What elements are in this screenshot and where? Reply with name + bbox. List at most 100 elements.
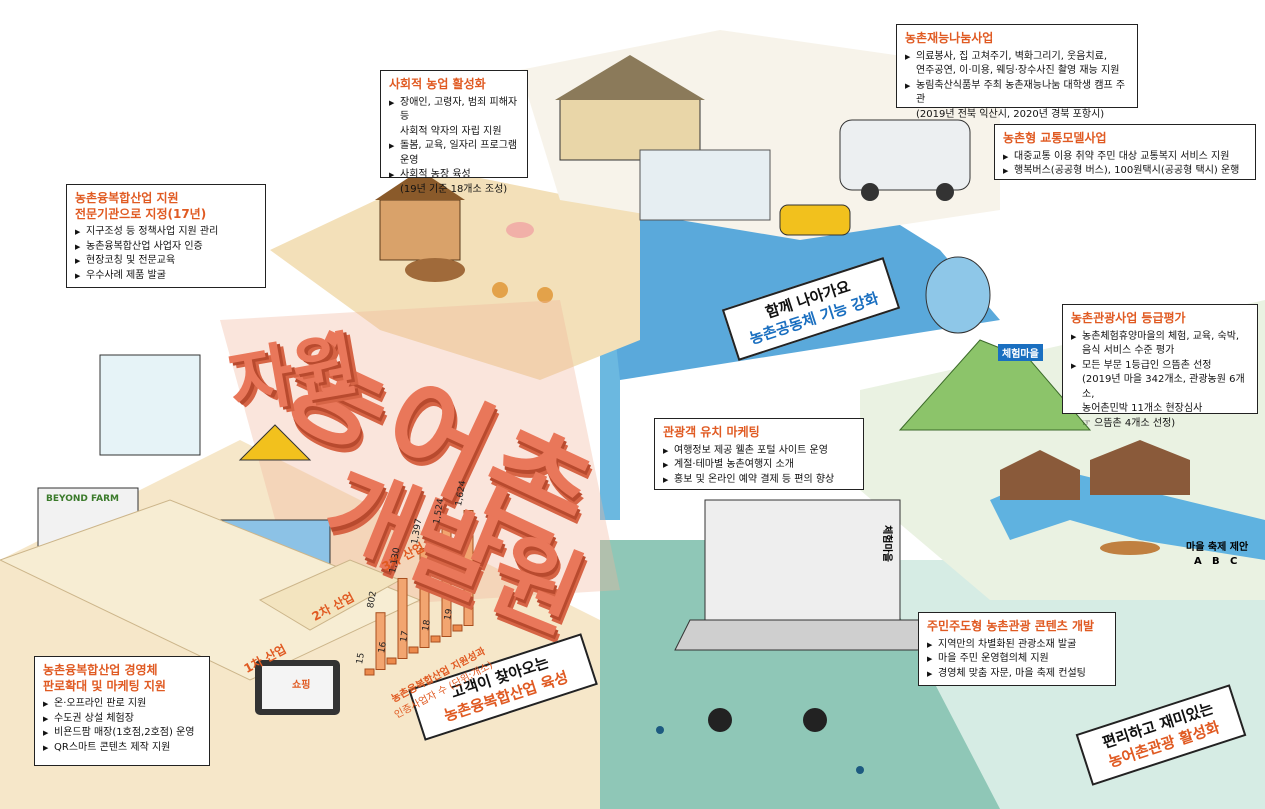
laptop-base (674, 619, 941, 651)
festival-option-a: A (1194, 556, 1202, 567)
sea-area (600, 540, 1000, 809)
callout-item: 돌봄, 교육, 일자리 프로그램 운영 (389, 139, 519, 168)
bus-wheel (861, 183, 879, 201)
bar-chart-bars (364, 510, 474, 676)
callout-title: 사회적 농업 활성화 (389, 77, 486, 91)
grocery-shop (99, 354, 201, 456)
bar-19 (452, 624, 463, 632)
bar-18 (430, 635, 441, 643)
bathroom (639, 149, 771, 221)
bar-value-label: 17 (399, 629, 411, 643)
callout-title: 농촌융복합산업 지원 전문기관으로 지정(17년) (75, 191, 207, 221)
callout-item: 현장코칭 및 전문교육 (75, 254, 257, 269)
callout-note: (19년 기준 18개소 조성) (400, 183, 508, 195)
village-festival-sign: 마을 축제 제안 (1186, 542, 1249, 553)
cow-icon (405, 258, 465, 282)
fish-icon (656, 726, 664, 734)
barn (379, 199, 461, 261)
callout-list: 여행정보 제공 웰촌 포털 사이트 운영 계절·테마별 농촌여행지 소개 홍보 … (663, 444, 855, 488)
bar-1,624 (463, 510, 474, 626)
callout-transport: 농촌형 교통모델사업 대중교통 이용 취약 주민 대상 교통복지 서비스 지원 … (994, 124, 1256, 180)
callout-grading: 농촌관광사업 등급평가 농촌체험휴양마을의 체험, 교육, 숙박, 음식 서비스… (1062, 304, 1258, 429)
callout-list: 지역만의 차별화된 관광소재 발굴 마을 주민 운영협의체 지원 경영체 맞춤 … (927, 638, 1107, 682)
bar-1,397 (419, 548, 430, 649)
callout-item: 홍보 및 온라인 예약 결제 등 편의 향상 (663, 473, 855, 488)
callout-title: 농촌융복합산업 경영체 판로확대 및 마케팅 지원 (43, 663, 166, 693)
experience-village-sign: 체험마을 (880, 525, 892, 562)
bar-value-label: 19 (443, 607, 455, 621)
bar-17 (408, 646, 419, 654)
callout-item: 대중교통 이용 취약 주민 대상 교통복지 서비스 지원 (1003, 150, 1247, 165)
callout-note: (2019년 전북 익산시, 2020년 경북 포항시) (916, 108, 1105, 120)
callout-item: 지역만의 차별화된 관광소재 발굴 (927, 638, 1107, 653)
hanok-1 (1000, 450, 1080, 500)
callout-item: 비욘드팜 매장(1호점,2호점) 운영 (43, 726, 201, 741)
bar-value-label: 15 (355, 651, 367, 665)
callout-title: 관광객 유치 마케팅 (663, 425, 760, 439)
laptop-icon (704, 499, 901, 621)
callout-list: 장애인, 고령자, 범죄 피해자 등 사회적 약자의 자립 지원 돌봄, 교육,… (389, 96, 519, 183)
bus-wheel-2 (936, 183, 954, 201)
bar-value-label: 16 (377, 640, 389, 654)
callout-marketing: 관광객 유치 마케팅 여행정보 제공 웰촌 포털 사이트 운영 계절·테마별 농… (654, 418, 864, 490)
callout-talent-sharing: 농촌재능나눔사업 의료봉사, 집 고쳐주기, 벽화그리기, 웃음치료, 연주공연… (896, 24, 1138, 120)
callout-title: 농촌재능나눔사업 (905, 31, 994, 45)
fish-icon-2 (856, 766, 864, 774)
balloon-icon (925, 256, 991, 334)
callout-item: 경영체 맞춤 자문, 마을 축제 컨설팅 (927, 667, 1107, 682)
callout-title: 주민주도형 농촌관광 콘텐츠 개발 (927, 619, 1095, 633)
callout-item: 의료봉사, 집 고쳐주기, 벽화그리기, 웃음치료, 연주공연, 이·미용, 웨… (905, 50, 1129, 79)
callout-item: QR스마트 콘텐츠 제작 지원 (43, 741, 201, 756)
boat-icon (1100, 541, 1160, 555)
callout-list: 대중교통 이용 취약 주민 대상 교통복지 서비스 지원 행복버스(공공형 버스… (1003, 150, 1247, 179)
callout-item: 마을 주민 운영협의체 지원 (927, 652, 1107, 667)
callout-resident-content: 주민주도형 농촌관광 콘텐츠 개발 지역만의 차별화된 관광소재 발굴 마을 주… (918, 612, 1116, 686)
callout-item: 농림축산식품부 주최 농촌재능나눔 대학생 캠프 주관 (905, 79, 1129, 108)
tablet-screen (262, 666, 333, 709)
callout-title: 농촌형 교통모델사업 (1003, 131, 1107, 145)
tablet-shop-label: 쇼핑 (292, 680, 311, 691)
bar-1,130 (397, 577, 408, 659)
chicken-icon (492, 282, 508, 298)
callout-note: (2019년 마을 342개소, 관광농원 6개소, 농어촌민박 11개소 현장… (1082, 374, 1245, 429)
diver-icon (708, 708, 732, 732)
festival-option-c: C (1230, 556, 1238, 567)
callout-item: 모든 부문 1등급인 으뜸촌 선정 (1071, 359, 1249, 374)
balloon-ribbon: 체험마을 (998, 344, 1043, 361)
festival-option-b: B (1212, 556, 1220, 567)
bar-15 (364, 668, 375, 676)
callout-processing-center: 농촌융복합산업 지원 전문기관으로 지정(17년) 지구조성 등 정책사업 지원… (66, 184, 266, 288)
callout-item: 우수사례 제품 발굴 (75, 269, 257, 284)
chicken-icon-2 (537, 287, 553, 303)
house-roof (555, 55, 705, 100)
callout-list: 의료봉사, 집 고쳐주기, 벽화그리기, 웃음치료, 연주공연, 이·미용, 웨… (905, 50, 1129, 108)
bar-1,524 (441, 528, 452, 638)
callout-list: 지구조성 등 정책사업 지원 관리 농촌융복합산업 사업자 인증 현장코칭 및 … (75, 225, 257, 283)
callout-item: 행복버스(공공형 버스), 100원택시(공공형 택시) 운행 (1003, 164, 1247, 179)
bar-value-label: 18 (421, 618, 433, 632)
beyond-farm-sign: BEYOND FARM (46, 494, 119, 504)
callout-list: 농촌체험휴양마을의 체험, 교육, 숙박, 음식 서비스 수준 평가 모든 부문… (1071, 330, 1249, 374)
taxi-icon (779, 204, 851, 236)
pig-icon (506, 222, 534, 238)
callout-item: 장애인, 고령자, 범죄 피해자 등 사회적 약자의 자립 지원 (389, 96, 519, 140)
callout-item: 농촌융복합산업 사업자 인증 (75, 240, 257, 255)
barn-roof (375, 170, 465, 200)
bar-802 (375, 612, 386, 670)
callout-item: 농촌체험휴양마을의 체험, 교육, 숙박, 음식 서비스 수준 평가 (1071, 330, 1249, 359)
bus-icon (839, 119, 971, 191)
callout-item: 온·오프라인 판로 지원 (43, 697, 201, 712)
callout-sales: 농촌융복합산업 경영체 판로확대 및 마케팅 지원 온·오프라인 판로 지원 수… (34, 656, 210, 766)
callout-list: 온·오프라인 판로 지원 수도권 상설 체험장 비욘드팜 매장(1호점,2호점)… (43, 697, 201, 755)
callout-item: 수도권 상설 체험장 (43, 712, 201, 727)
tent-icon (238, 424, 312, 461)
callout-item: 지구조성 등 정책사업 지원 관리 (75, 225, 257, 240)
callout-item: 계절·테마별 농촌여행지 소개 (663, 458, 855, 473)
callout-title: 농촌관광사업 등급평가 (1071, 311, 1186, 325)
callout-item: 사회적 농장 육성 (389, 168, 519, 183)
callout-social-farm: 사회적 농업 활성화 장애인, 고령자, 범죄 피해자 등 사회적 약자의 자립… (380, 70, 528, 195)
diver-icon-2 (803, 708, 827, 732)
bar-16 (386, 657, 397, 665)
callout-item: 여행정보 제공 웰촌 포털 사이트 운영 (663, 444, 855, 459)
